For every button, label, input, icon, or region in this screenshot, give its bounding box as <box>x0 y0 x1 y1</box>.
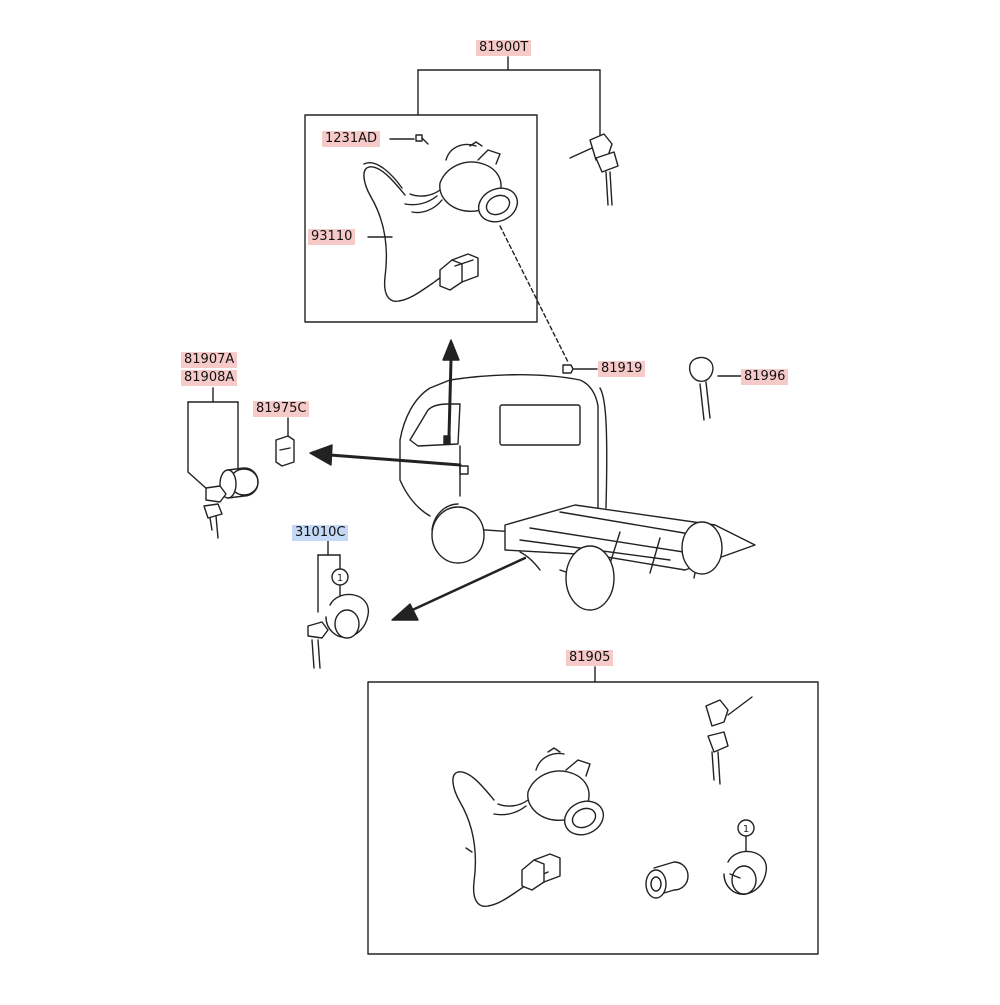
door-lock-cylinder-icon <box>203 467 259 539</box>
lock-set-box <box>367 681 819 955</box>
assembly-81900t-leaders <box>417 56 601 136</box>
label-81919[interactable]: 81919 <box>598 361 646 377</box>
lock-set-harness-icon <box>452 771 561 907</box>
ignition-switch-icon <box>404 141 519 223</box>
blank-key-icon <box>689 356 743 421</box>
lock-set-callout-1: 1 <box>737 819 755 853</box>
door-lock-leaders <box>187 387 239 491</box>
ignition-assembly-box <box>304 114 538 323</box>
arrow-up-icon <box>442 339 460 438</box>
label-81908a[interactable]: 81908A <box>181 370 238 386</box>
pin-guide-line <box>499 225 569 363</box>
lock-set-keys-icon <box>705 696 753 785</box>
callout-circle-1: 1 <box>331 568 349 586</box>
label-93110[interactable]: 93110 <box>308 229 356 245</box>
label-81975c[interactable]: 81975C <box>253 401 310 417</box>
label-81996[interactable]: 81996 <box>741 369 789 385</box>
lock-set-cylinder-icon <box>645 861 689 899</box>
bolt-icon <box>415 134 429 145</box>
pin-icon <box>562 364 574 374</box>
wiring-harness-icon <box>363 162 479 302</box>
arrow-to-clip-icon <box>309 444 462 467</box>
lock-set-fuel-cap-icon <box>723 850 768 895</box>
label-81900t[interactable]: 81900T <box>476 40 532 56</box>
clip-icon <box>275 435 295 467</box>
truck-icon <box>399 374 756 611</box>
label-31010c[interactable]: 31010C <box>292 525 349 541</box>
callout-number: 1 <box>337 573 343 584</box>
label-1231ad[interactable]: 1231AD <box>322 131 380 147</box>
label-81905[interactable]: 81905 <box>566 650 614 666</box>
fuel-cap-icon <box>307 593 370 669</box>
key-pair-icon <box>569 133 619 206</box>
label-81907a[interactable]: 81907A <box>181 352 238 368</box>
arrow-to-fuel-cap-icon <box>391 556 527 621</box>
lock-set-ignition-icon <box>493 747 605 836</box>
callout-number-set: 1 <box>743 824 749 835</box>
